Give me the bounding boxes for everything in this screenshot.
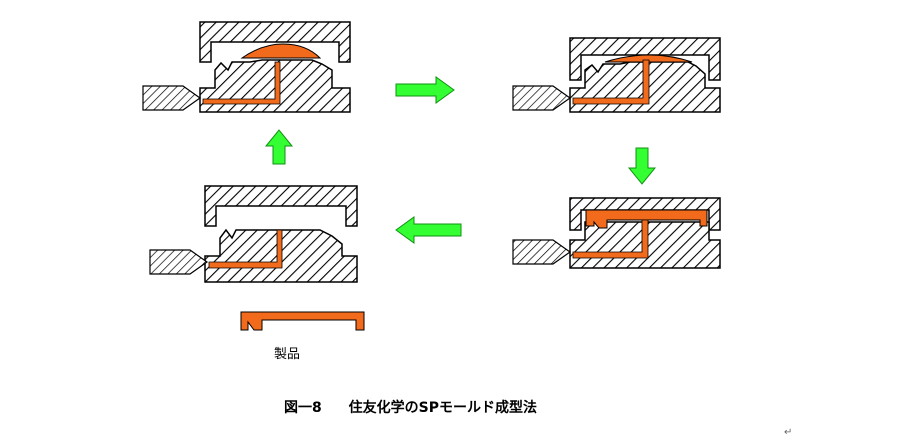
finished-product xyxy=(240,311,365,331)
step-1-injection xyxy=(142,21,351,113)
upper-mold xyxy=(199,21,351,63)
figure-title: 住友化学のSPモールド成型法 xyxy=(348,400,537,416)
figure-caption: 図一8 住友化学のSPモールド成型法 xyxy=(284,397,537,417)
resin-channel xyxy=(202,61,281,105)
spreading-resin xyxy=(604,54,693,63)
product-label: 製品 xyxy=(274,347,301,362)
formed-part xyxy=(585,209,708,229)
resin-channel xyxy=(572,219,649,259)
injection-screw xyxy=(512,239,572,265)
resin-channel xyxy=(208,229,283,269)
upper-mold xyxy=(569,197,721,231)
resin-charge xyxy=(240,43,322,59)
flow-arrow-left xyxy=(395,216,462,244)
resin-channel xyxy=(572,59,650,105)
paragraph-mark: ↵ xyxy=(784,427,793,438)
figure-number: 図一8 xyxy=(284,400,322,416)
step-3-cooling xyxy=(512,197,721,269)
flow-arrow-right xyxy=(395,76,455,104)
injection-screw xyxy=(512,85,572,111)
injection-screw xyxy=(142,85,202,111)
molten-resin-blob xyxy=(240,43,322,59)
step-4-open xyxy=(149,185,358,283)
upper-mold xyxy=(569,37,721,81)
formed-product xyxy=(585,209,708,229)
upper-mold xyxy=(204,185,358,227)
step-2-press xyxy=(512,37,721,113)
flow-arrow-up xyxy=(264,129,294,165)
resin-spread xyxy=(604,54,693,63)
flow-arrow-down xyxy=(627,147,657,185)
injection-screw xyxy=(149,249,209,275)
